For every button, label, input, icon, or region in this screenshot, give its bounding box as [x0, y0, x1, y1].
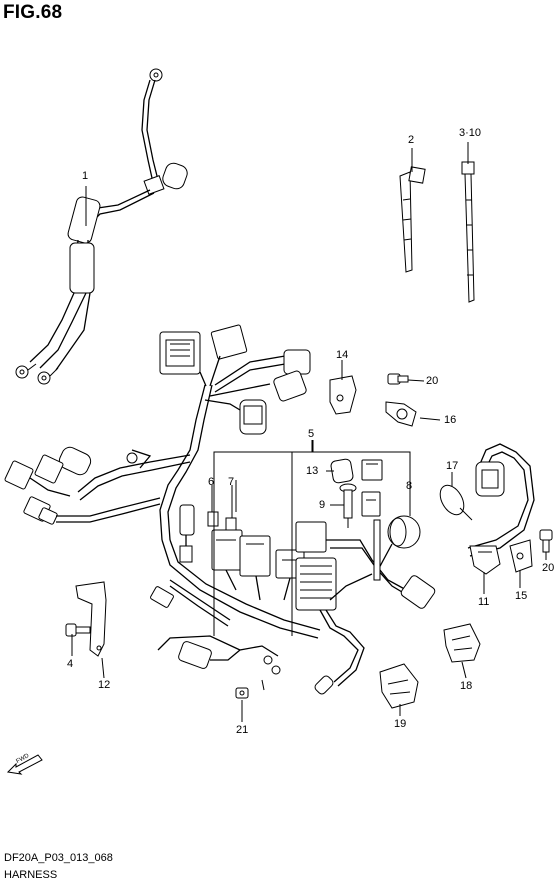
- callout-20-upper[interactable]: 20: [426, 375, 439, 387]
- cable-tie-part-2[interactable]: [399, 166, 426, 273]
- bolt-part-4[interactable]: [65, 623, 91, 637]
- wire-loop-part-17[interactable]: [435, 481, 473, 521]
- clamp-part-11[interactable]: [469, 545, 501, 575]
- battery-cable-part-1[interactable]: [15, 68, 189, 385]
- main-wiring-harness[interactable]: [4, 324, 436, 696]
- callout-15[interactable]: 15: [515, 590, 528, 602]
- plug-part-9[interactable]: [339, 483, 357, 528]
- nut-part-21[interactable]: [235, 687, 249, 699]
- callout-9[interactable]: 9: [319, 499, 326, 511]
- callout-19[interactable]: 19: [394, 718, 407, 730]
- callout-17[interactable]: 17: [446, 460, 459, 472]
- figure-title: FIG.68: [3, 2, 63, 23]
- right-harness-branch[interactable]: [467, 443, 535, 557]
- diagram-code: DF20A_P03_013_068: [4, 852, 113, 864]
- callout-3-10[interactable]: 3·10: [459, 127, 482, 139]
- callout-13[interactable]: 13: [306, 465, 319, 477]
- callout-6[interactable]: 6: [208, 476, 215, 488]
- callout-12[interactable]: 12: [98, 679, 111, 691]
- bolt-part-20-upper[interactable]: [387, 373, 409, 385]
- fwd-direction-marker: FWD: [6, 752, 44, 776]
- callout-8[interactable]: 8: [406, 480, 413, 492]
- bracket-part-12[interactable]: [75, 581, 107, 657]
- callout-21[interactable]: 21: [236, 724, 249, 736]
- callout-7[interactable]: 7: [228, 476, 235, 488]
- clamp-part-19[interactable]: [379, 663, 419, 709]
- bracket-part-15[interactable]: [509, 539, 533, 573]
- callout-14[interactable]: 14: [336, 349, 349, 361]
- clamp-part-16[interactable]: [385, 401, 417, 427]
- callout-16[interactable]: 16: [444, 414, 457, 426]
- callout-4[interactable]: 4: [67, 658, 74, 670]
- callout-1[interactable]: 1: [82, 170, 89, 182]
- callout-20-right[interactable]: 20: [542, 562, 555, 574]
- fwd-arrow-icon: [6, 754, 43, 775]
- bracket-part-14[interactable]: [329, 375, 357, 415]
- callout-11[interactable]: 11: [478, 596, 490, 608]
- leader-lines: [71, 142, 547, 722]
- diagram-caption: HARNESS: [4, 869, 58, 881]
- clamp-part-18[interactable]: [443, 623, 481, 663]
- callout-2[interactable]: 2: [408, 134, 415, 146]
- bolt-part-20-right[interactable]: [539, 529, 553, 553]
- cable-tie-part-3-10[interactable]: [461, 161, 475, 303]
- callout-5[interactable]: 5: [308, 428, 315, 440]
- relay-clip-part-13[interactable]: [330, 458, 383, 581]
- buzzer-part-8[interactable]: [377, 515, 421, 571]
- callout-18[interactable]: 18: [460, 680, 473, 692]
